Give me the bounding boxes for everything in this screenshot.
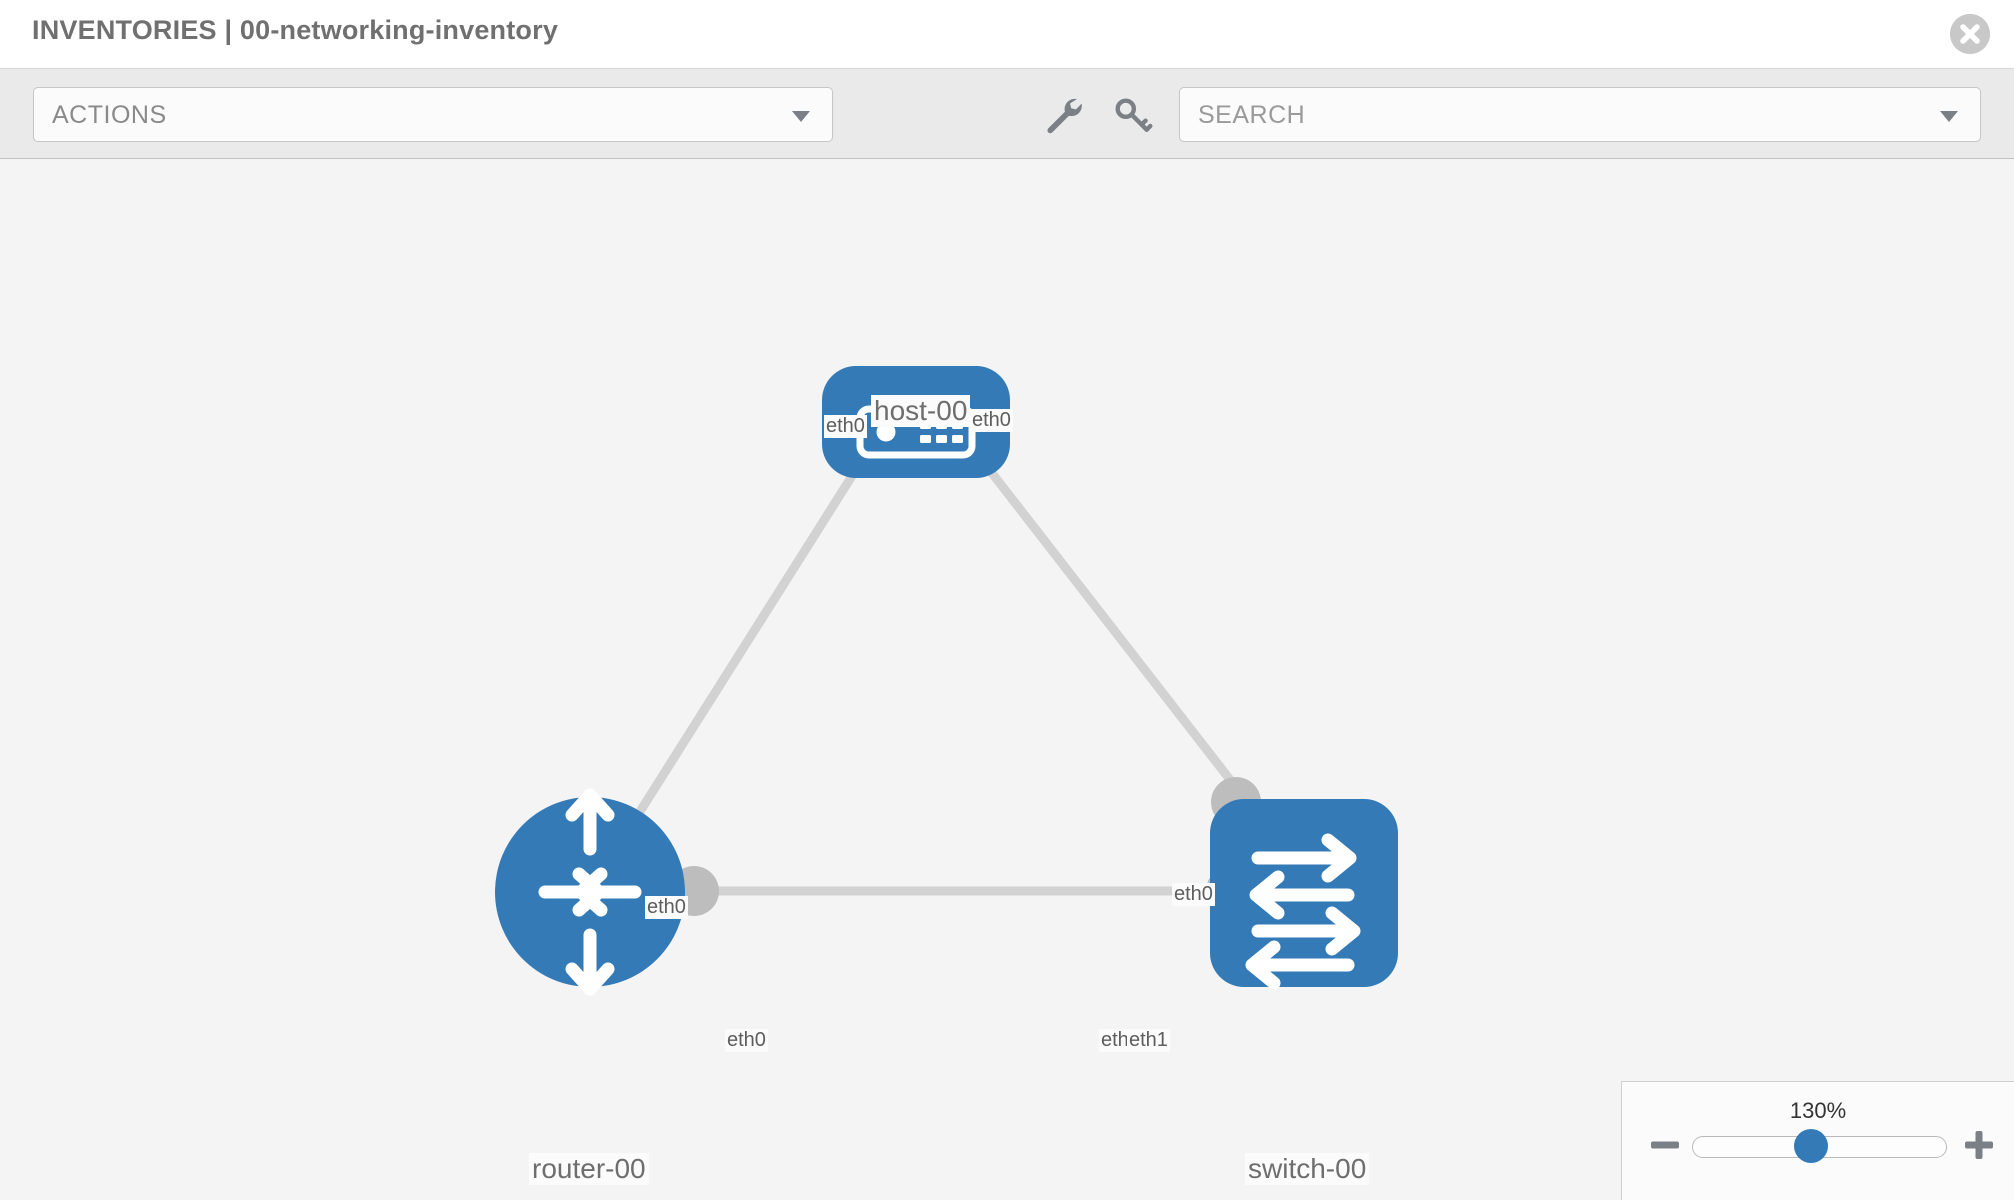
actions-dropdown-label: ACTIONS	[52, 101, 167, 129]
iface-label-router-up: eth0	[645, 896, 688, 919]
zoom-control-panel: 130%	[1621, 1081, 2014, 1200]
node-switch-00[interactable]	[1210, 799, 1398, 990]
key-icon[interactable]	[1110, 93, 1154, 137]
iface-label-router-right: eth0	[725, 1029, 768, 1052]
node-label-router-00: router-00	[529, 1153, 649, 1185]
toolbar: ACTIONS SEARCH	[0, 69, 2014, 159]
topology-graph	[495, 366, 1398, 996]
wrench-icon[interactable]	[1040, 93, 1084, 137]
node-label-switch-00: switch-00	[1245, 1153, 1370, 1185]
iface-label-switch-up: eth0	[1172, 883, 1215, 906]
link-router-host[interactable]	[606, 416, 892, 862]
chevron-down-icon	[792, 111, 810, 122]
minus-icon[interactable]	[1648, 1128, 1682, 1162]
iface-label-switch-left-overlap: eth	[1099, 1029, 1131, 1052]
actions-dropdown[interactable]: ACTIONS	[33, 87, 833, 142]
iface-label-switch-left: eth1	[1127, 1029, 1170, 1052]
zoom-slider-thumb[interactable]	[1794, 1129, 1828, 1163]
page-title: INVENTORIES | 00-networking-inventory	[32, 15, 559, 45]
page-header: INVENTORIES | 00-networking-inventory	[0, 0, 2014, 69]
search-placeholder: SEARCH	[1198, 101, 1306, 129]
node-label-host-00: host-00	[871, 395, 971, 427]
node-router-00[interactable]	[495, 788, 685, 996]
iface-label-host-left: eth0	[824, 415, 867, 438]
close-icon[interactable]	[1950, 14, 1990, 54]
zoom-percent-label: 130%	[1789, 1098, 1847, 1123]
link-host-switch[interactable]	[946, 416, 1249, 802]
plus-icon[interactable]	[1962, 1128, 1996, 1162]
topology-canvas[interactable]: host-00 router-00 switch-00 eth0 eth0 et…	[0, 159, 2014, 1200]
search-input[interactable]: SEARCH	[1179, 87, 1981, 142]
chevron-down-icon[interactable]	[1940, 111, 1958, 122]
iface-label-host-right: eth0	[970, 409, 1013, 432]
